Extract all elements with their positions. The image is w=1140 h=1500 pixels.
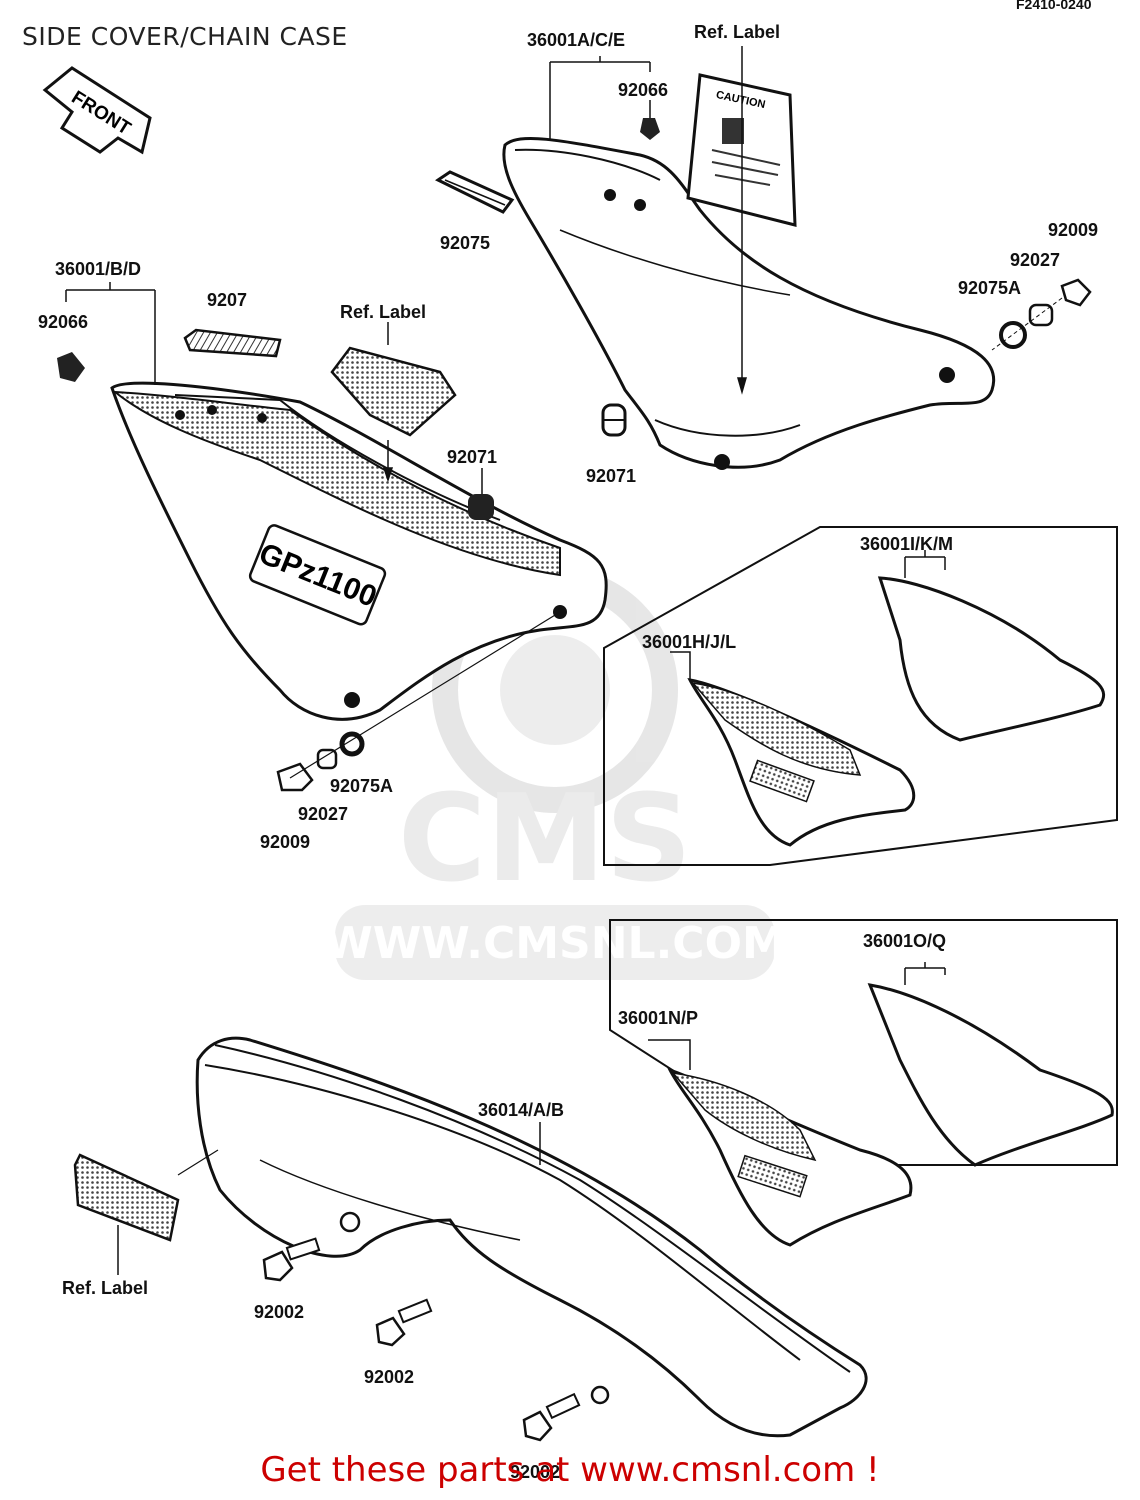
label-9207-left: 9207 bbox=[207, 290, 247, 310]
bolt-92002-b bbox=[375, 1298, 433, 1347]
bolt-92066-top bbox=[640, 118, 660, 140]
label-92002-a: 92002 bbox=[254, 1302, 304, 1322]
label-36001np: 36001N/P bbox=[618, 1008, 698, 1028]
bolt-92002-c bbox=[522, 1392, 581, 1442]
label-92071-mid: 92071 bbox=[586, 466, 636, 486]
label-ref-bottom: Ref. Label bbox=[62, 1278, 148, 1298]
label-36014ab: 36014/A/B bbox=[478, 1100, 564, 1120]
label-92002-b: 92002 bbox=[364, 1367, 414, 1387]
page-title: SIDE COVER/CHAIN CASE bbox=[22, 22, 348, 51]
watermark-brand: CMS bbox=[398, 770, 692, 909]
label-36001hjl: 36001H/J/L bbox=[642, 632, 736, 652]
label-92002-c: 92002 bbox=[510, 1462, 560, 1482]
label-36001ace: 36001A/C/E bbox=[527, 30, 625, 50]
chain-case bbox=[195, 1036, 868, 1438]
label-36001oq: 36001O/Q bbox=[863, 931, 946, 951]
label-92071-left: 92071 bbox=[447, 447, 497, 467]
hardware-right bbox=[991, 278, 1092, 351]
label-92075a-left: 92075A bbox=[330, 776, 393, 796]
label-92075-top: 92075 bbox=[440, 233, 490, 253]
bolt-92002-a bbox=[262, 1237, 321, 1282]
label-92066-top: 92066 bbox=[618, 80, 668, 100]
variant-box-2 bbox=[609, 919, 1118, 1247]
bolt-92066-left bbox=[57, 352, 85, 382]
grommet-92071-left bbox=[468, 494, 494, 520]
label-92009-right: 92009 bbox=[1048, 220, 1098, 240]
ref-label-bottom-decal bbox=[73, 1149, 219, 1242]
label-92075a-right: 92075A bbox=[958, 278, 1021, 298]
grommet-92075-top bbox=[435, 170, 515, 214]
label-92009-left: 92009 bbox=[260, 832, 310, 852]
variant-box-1 bbox=[603, 526, 1118, 866]
footer-link[interactable]: Get these parts at www.cmsnl.com ! bbox=[260, 1450, 880, 1490]
label-92027-right: 92027 bbox=[1010, 250, 1060, 270]
label-92066-left: 92066 bbox=[38, 312, 88, 332]
side-cover-right bbox=[502, 136, 996, 470]
grommet-92071-mid bbox=[601, 403, 627, 437]
ref-label-mid-decal bbox=[330, 346, 457, 437]
leader-lines bbox=[65, 46, 946, 1275]
side-cover-left: GPz1100 bbox=[110, 381, 608, 721]
label-92027-left: 92027 bbox=[298, 804, 348, 824]
diagram-code: F2410-0240 bbox=[1016, 0, 1092, 12]
part-labels: 36001A/C/E Ref. Label 92066 92075 92009 … bbox=[38, 22, 1098, 1482]
label-ref-mid: Ref. Label bbox=[340, 302, 426, 322]
watermark-url: WWW.CMSNL.COM bbox=[324, 918, 786, 969]
front-arrow-icon: FRONT bbox=[42, 66, 152, 155]
label-ref-top: Ref. Label bbox=[694, 22, 780, 42]
label-36001ikm: 36001I/K/M bbox=[860, 534, 953, 554]
grommet-strip-left bbox=[183, 328, 282, 358]
label-36001bd: 36001/B/D bbox=[55, 259, 141, 279]
hardware-left bbox=[276, 611, 561, 792]
